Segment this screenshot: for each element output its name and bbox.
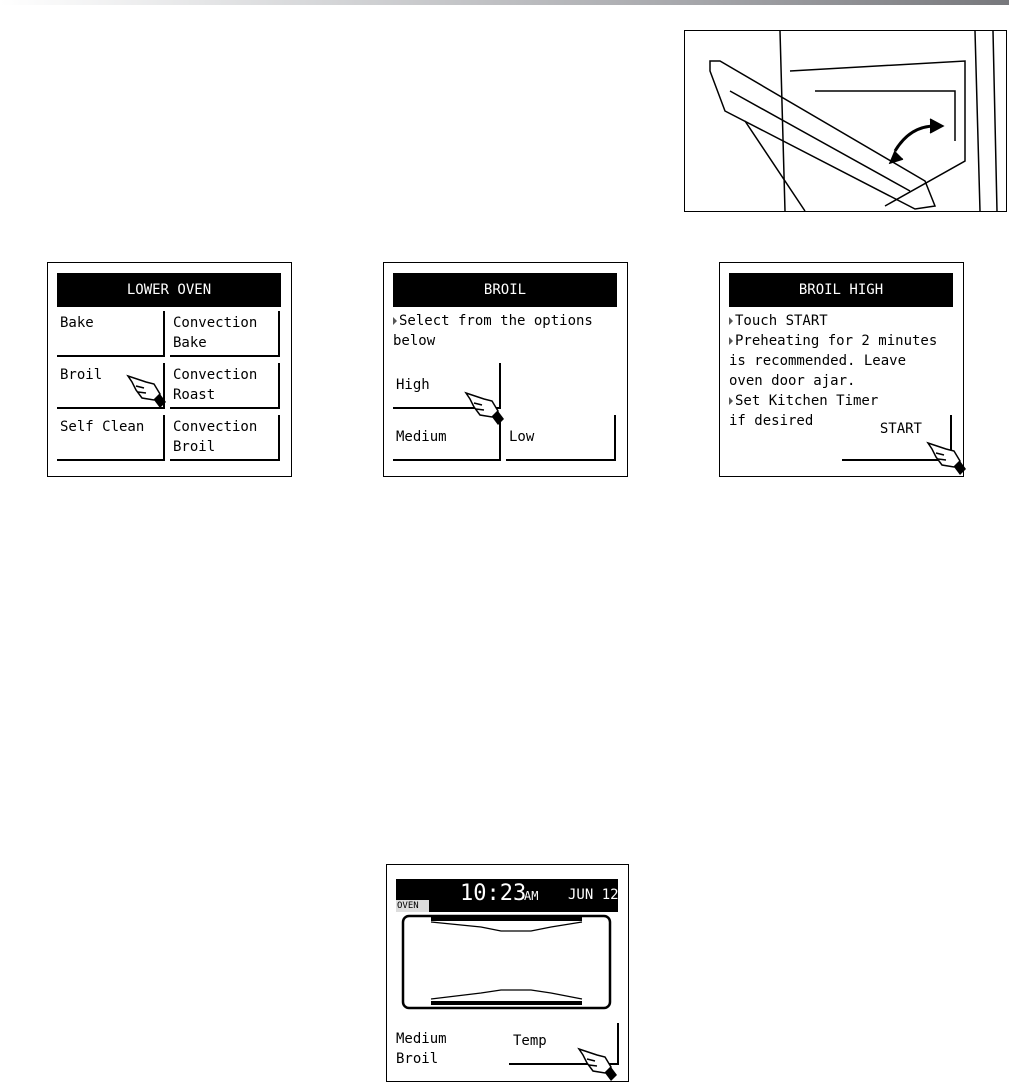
convection-bake-button[interactable]: Convection Bake bbox=[170, 311, 280, 357]
convection-roast-button[interactable]: Convection Roast bbox=[170, 363, 280, 409]
oven-status-screen: 10:23 AM JUN 12 OVEN Medium Broil Temp bbox=[386, 864, 629, 1082]
screen-title: BROIL bbox=[393, 273, 617, 307]
clock-ampm: AM bbox=[524, 889, 539, 903]
bake-button[interactable]: Bake bbox=[57, 311, 165, 357]
status-header: 10:23 AM JUN 12 OVEN bbox=[396, 879, 619, 912]
medium-button[interactable]: Medium bbox=[393, 415, 501, 461]
pointing-hand-icon bbox=[126, 374, 166, 408]
broil-screen: BROIL Select from the options below High… bbox=[383, 262, 628, 477]
temp-button[interactable]: Temp bbox=[509, 1023, 619, 1065]
pointing-hand-icon bbox=[577, 1047, 617, 1081]
instruction-text: Select from the options below bbox=[393, 313, 593, 349]
low-button[interactable]: Low bbox=[506, 415, 616, 461]
clock-date: JUN 12 bbox=[568, 887, 619, 903]
pointing-hand-icon bbox=[926, 441, 966, 475]
header-gradient-bar bbox=[0, 0, 1009, 5]
clock-time: 10:23 bbox=[460, 881, 527, 906]
self-clean-button[interactable]: Self Clean bbox=[57, 415, 165, 461]
instruction-line: Touch START bbox=[729, 311, 828, 331]
high-button[interactable]: High bbox=[393, 363, 501, 409]
instruction-line: Preheating for 2 minutes is recommended.… bbox=[729, 333, 938, 389]
broil-button[interactable]: Broil bbox=[57, 363, 165, 409]
oven-cavity-icon bbox=[401, 914, 612, 1010]
broil-high-screen: BROIL HIGH Touch START Preheating for 2 … bbox=[719, 262, 966, 477]
instruction-line: Set Kitchen Timer if desired bbox=[729, 393, 879, 429]
oven-tab: OVEN bbox=[396, 900, 429, 912]
screen-title: LOWER OVEN bbox=[57, 273, 281, 307]
start-button[interactable]: START bbox=[842, 415, 952, 461]
convection-broil-button[interactable]: Convection Broil bbox=[170, 415, 280, 461]
oven-door-illustration bbox=[684, 30, 1007, 212]
current-mode-text: Medium Broil bbox=[396, 1031, 447, 1067]
lower-oven-screen: LOWER OVEN Bake Convection Bake Broil Co… bbox=[47, 262, 292, 477]
screen-title: BROIL HIGH bbox=[729, 273, 953, 307]
pointing-hand-icon bbox=[464, 391, 504, 425]
